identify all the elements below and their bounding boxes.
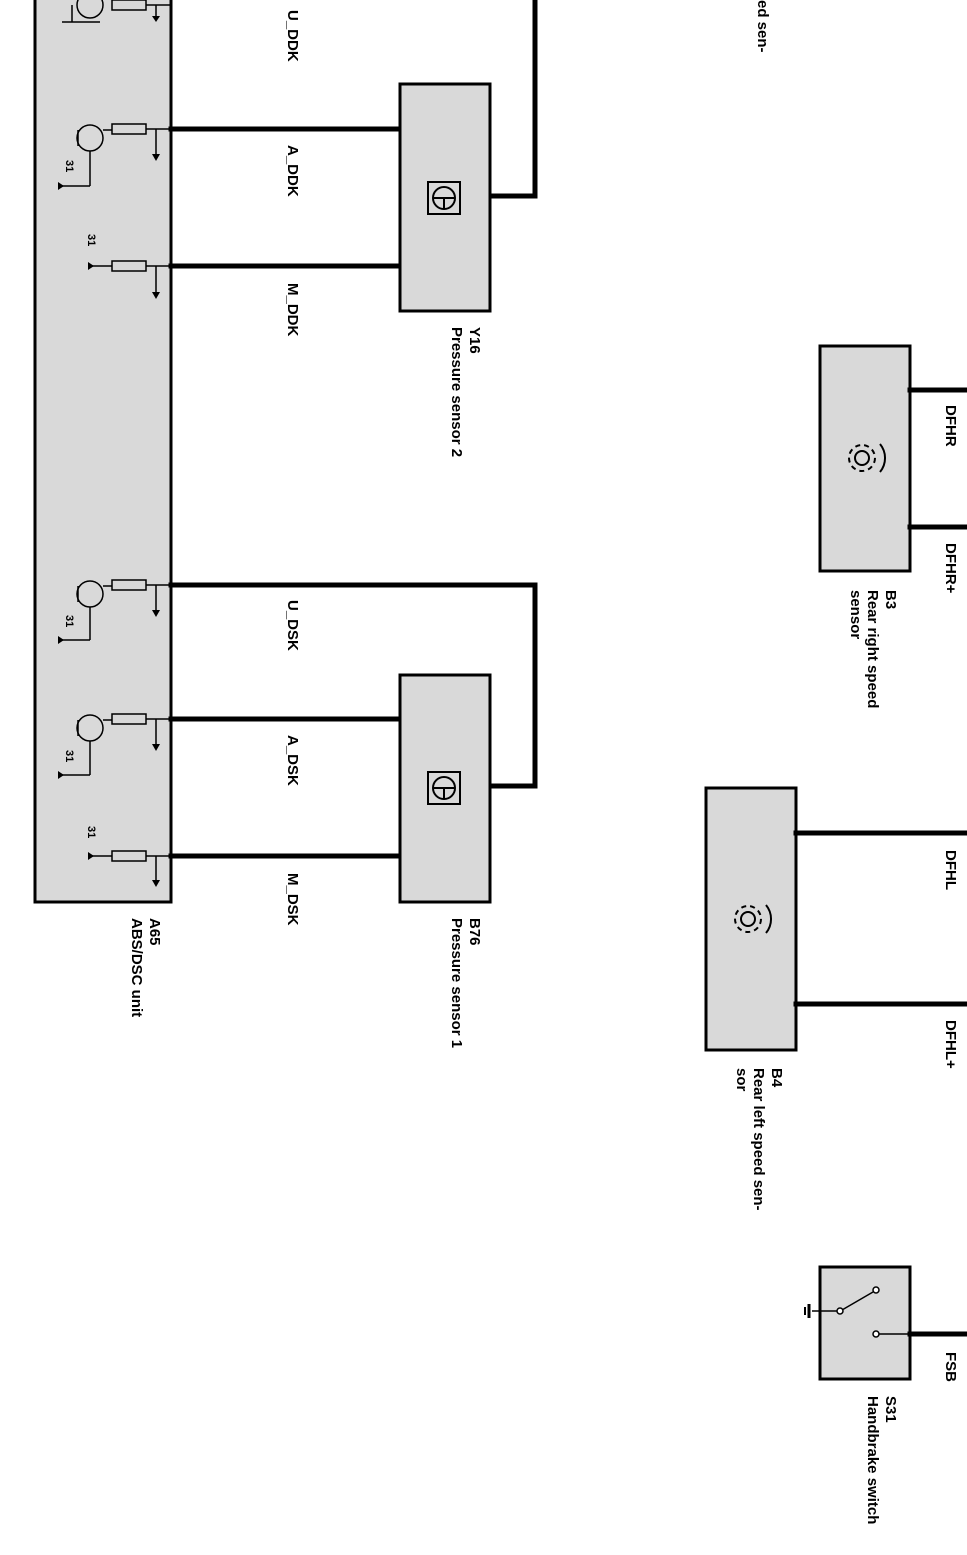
ground-label: 31 <box>63 750 75 762</box>
signal-dfhr-plus: DFHR+ <box>942 543 959 594</box>
a65-stage-a-dsk: 31 <box>58 713 171 779</box>
signal-m-ddk: M_DDK <box>284 283 301 337</box>
a65-code: A65 <box>146 918 163 946</box>
pressure-sensor-icon <box>427 181 461 215</box>
s31-code: S31 <box>882 1396 899 1423</box>
y16-name: Pressure sensor 2 <box>448 327 465 457</box>
a65-stage-u-dsk: 31 <box>58 579 171 644</box>
b3-rear-right-speed-sensor: DFHR DFHR+ B3 Rear right speed sensor <box>818 344 967 708</box>
signal-m-dsk: M_DSK <box>284 873 301 926</box>
signal-u-dsk: U_DSK <box>284 600 301 651</box>
a65-name: ABS/DSC unit <box>128 918 145 1017</box>
signal-u-ddk: U_DDK <box>284 10 301 62</box>
b76-code: B76 <box>466 918 483 946</box>
b3-name-line1: Rear right speed <box>864 590 881 708</box>
signal-fsb: FSB <box>942 1352 959 1382</box>
b4-code: B4 <box>768 1068 785 1088</box>
signal-a-ddk: A_DDK <box>284 145 301 197</box>
b3-code: B3 <box>882 590 899 609</box>
b3-name-line2: sensor <box>847 590 864 639</box>
b76-pressure-sensor-1: B76 Pressure sensor 1 <box>398 673 492 1048</box>
b4-name-line2: sor <box>733 1068 750 1092</box>
signal-dfhr: DFHR <box>942 405 959 447</box>
signal-a-dsk: A_DSK <box>284 735 301 786</box>
ground-label: 31 <box>85 826 97 838</box>
y16-code: Y16 <box>466 327 483 354</box>
a65-stage-m-ddk: 31 <box>85 234 171 299</box>
a65-abs-dsc-unit: 31 31 31 <box>33 0 173 1017</box>
ground-label: 31 <box>63 615 75 627</box>
gear-icon <box>734 904 773 934</box>
ground-label: 31 <box>63 160 75 172</box>
a65-stage-u-ddk <box>62 0 171 23</box>
s31-name: Handbrake switch <box>864 1396 881 1524</box>
switch-icon <box>804 1286 910 1338</box>
b4-name-line1: Rear left speed sen- <box>750 1068 767 1211</box>
signal-dfhl: DFHL <box>942 850 959 890</box>
gear-icon <box>848 443 887 473</box>
b76-name: Pressure sensor 1 <box>448 918 465 1048</box>
a65-stage-a-ddk: 31 <box>58 123 171 190</box>
y16-pressure-sensor-2: Y16 Pressure sensor 2 <box>398 82 492 457</box>
a65-stage-m-dsk: 31 <box>85 826 171 887</box>
b4-rear-left-speed-sensor: DFHL DFHL+ B4 Rear left speed sen- sor <box>704 786 967 1211</box>
signal-dfhl-plus: DFHL+ <box>942 1020 959 1069</box>
pressure-sensor-icon <box>427 771 461 805</box>
s31-handbrake-switch: FSB S31 Handbrake switch <box>804 1265 967 1524</box>
cut-off-label-fragment: ed sen- <box>754 0 771 53</box>
wires-pressure-sensors <box>168 0 538 859</box>
ground-label: 31 <box>85 234 97 246</box>
